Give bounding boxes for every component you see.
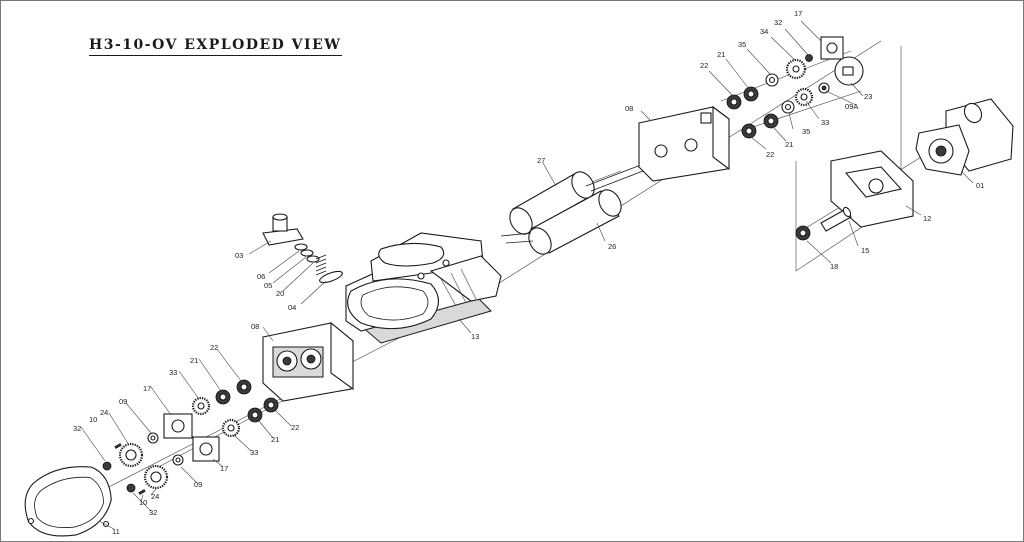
part-09A-seal	[818, 82, 830, 94]
label-17: 17	[220, 464, 228, 473]
part-32-washer-top	[805, 54, 813, 62]
part-21-bearings	[215, 86, 779, 423]
part-22-bearing-caps	[236, 94, 757, 413]
label-34: 34	[760, 27, 768, 36]
label-10: 10	[89, 415, 97, 424]
label-24: 24	[100, 408, 108, 417]
part-08-lower-end-plate	[262, 321, 354, 402]
part-17-retainer-plates	[163, 36, 844, 462]
label-33: 33	[250, 448, 258, 457]
label-35: 35	[738, 40, 746, 49]
part-12-motor-mount	[830, 150, 914, 228]
label-05: 05	[264, 281, 272, 290]
part-08-upper-end-plate	[638, 105, 730, 182]
label-09A: 09A	[845, 102, 858, 111]
label-leaders	[80, 20, 974, 530]
label-17: 17	[143, 384, 151, 393]
label-21: 21	[271, 435, 279, 444]
label-22: 22	[766, 150, 774, 159]
label-08: 08	[251, 322, 259, 331]
label-10: 10	[139, 498, 147, 507]
label-01: 01	[976, 181, 984, 190]
part-24-gears	[118, 442, 169, 490]
label-20: 20	[276, 289, 284, 298]
label-21: 21	[785, 140, 793, 149]
label-23: 23	[864, 92, 872, 101]
label-32: 32	[73, 424, 81, 433]
label-21: 21	[190, 356, 198, 365]
label-24: 24	[151, 492, 159, 501]
part-labels: 17 32 34 35 21 22 08 09A 23 33 35 21 22 …	[73, 9, 984, 536]
label-13: 13	[471, 332, 479, 341]
part-04-spring	[315, 254, 343, 284]
label-17: 17	[794, 9, 802, 18]
label-22: 22	[210, 343, 218, 352]
part-34-bearing	[785, 58, 807, 80]
label-32: 32	[149, 508, 157, 517]
part-32-washers	[102, 461, 136, 493]
part-33-bearings	[191, 87, 814, 438]
part-23-coupling	[834, 56, 864, 86]
label-33: 33	[169, 368, 177, 377]
label-09: 09	[119, 397, 127, 406]
label-33: 33	[821, 118, 829, 127]
part-09-seals	[147, 432, 184, 466]
label-08: 08	[625, 104, 633, 113]
part-18-collar	[795, 225, 811, 241]
label-26: 26	[608, 242, 616, 251]
label-09: 09	[194, 480, 202, 489]
part-03-actuator	[262, 213, 304, 246]
part-01-gear-motor	[915, 98, 1014, 176]
part-13-main-housing	[345, 232, 502, 344]
label-35: 35	[802, 127, 810, 136]
part-06-05-20-valve-parts	[294, 243, 320, 263]
label-15: 15	[861, 246, 869, 255]
part-15-shaft	[820, 206, 852, 232]
part-10-keys	[114, 443, 146, 495]
part-35-spacers	[765, 73, 795, 114]
part-11-oval-end-cover	[24, 466, 112, 537]
part-26-rotor	[500, 189, 622, 255]
label-18: 18	[830, 262, 838, 271]
label-11: 11	[112, 527, 120, 536]
label-32: 32	[774, 18, 782, 27]
label-04: 04	[288, 303, 296, 312]
diagram-title: H3-10-OV EXPLODED VIEW	[89, 37, 342, 56]
label-21: 21	[717, 50, 725, 59]
label-27: 27	[537, 156, 545, 165]
label-06: 06	[257, 272, 265, 281]
label-22: 22	[700, 61, 708, 70]
label-22: 22	[291, 423, 299, 432]
label-03: 03	[235, 251, 243, 260]
label-12: 12	[923, 214, 931, 223]
